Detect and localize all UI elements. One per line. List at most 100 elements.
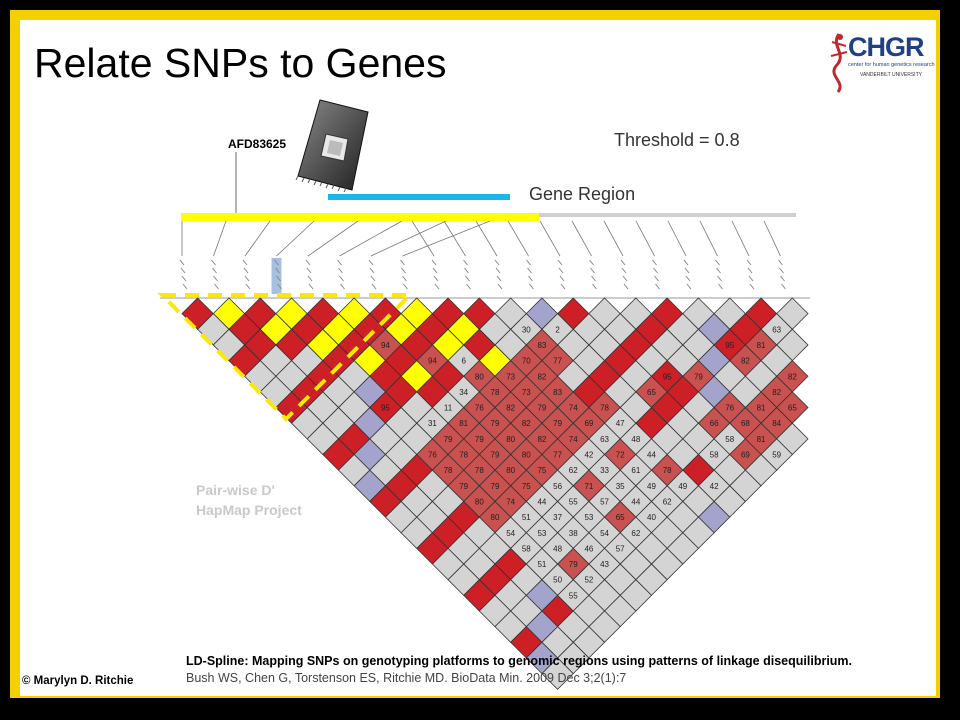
ld-value: 78 — [600, 404, 609, 413]
snp-marker-text — [276, 275, 281, 282]
ld-value: 75 — [522, 482, 531, 491]
ld-value: 78 — [459, 451, 468, 460]
ld-value: 30 — [522, 325, 531, 334]
snp-marker-text — [401, 267, 406, 274]
ld-value: 82 — [506, 404, 515, 413]
snp-marker-text — [717, 275, 722, 282]
snp-marker-text — [338, 267, 343, 274]
snp-marker-text — [306, 267, 312, 274]
ld-value: 78 — [663, 466, 672, 475]
copyright-notice: © Marylyn D. Ritchie — [22, 675, 134, 687]
ld-value: 50 — [553, 576, 562, 585]
snp-connector — [603, 220, 624, 257]
ld-value: 80 — [475, 497, 484, 506]
ld-value: 62 — [663, 497, 672, 506]
snp-marker-text — [368, 259, 374, 266]
snp-marker-text — [558, 267, 564, 274]
ld-value: 11 — [444, 404, 453, 413]
snp-marker-text — [465, 275, 470, 282]
ld-value: 83 — [537, 341, 546, 350]
snp-marker-text — [337, 259, 342, 266]
snp-marker-text — [495, 267, 501, 274]
snp-marker-text — [780, 275, 785, 282]
snp-marker-text — [748, 275, 754, 282]
snp-marker-text — [213, 275, 218, 282]
ld-value: 80 — [506, 466, 515, 475]
snp-connector — [339, 220, 403, 257]
ld-value: 35 — [616, 482, 625, 491]
ld-value: 83 — [553, 388, 562, 397]
ld-value: 40 — [647, 513, 656, 522]
ld-value: 58 — [725, 435, 734, 444]
snp-marker-text — [432, 267, 438, 274]
ld-value: 81 — [757, 404, 766, 413]
ld-value: 80 — [506, 435, 515, 444]
ld-value: 63 — [600, 435, 609, 444]
snp-marker-text — [560, 283, 566, 290]
ld-value: 65 — [647, 388, 656, 397]
pairwise-d-line1: Pair-wise D' — [196, 482, 275, 498]
snp-marker-text — [400, 259, 405, 266]
snp-connector — [443, 220, 466, 257]
snp-marker-text — [684, 267, 690, 274]
ld-value: 74 — [569, 404, 578, 413]
snp-marker-text — [718, 283, 723, 290]
ld-value: 42 — [584, 451, 593, 460]
ld-value: 95 — [725, 341, 734, 350]
ld-value: 33 — [600, 466, 609, 475]
ld-value: 81 — [757, 341, 766, 350]
snp-marker-text — [778, 259, 783, 266]
snp-marker-text — [747, 267, 753, 274]
ld-value: 94 — [428, 357, 437, 366]
snp-marker-text — [654, 275, 659, 282]
snp-marker-text — [245, 283, 251, 290]
snp-marker-text — [685, 275, 691, 282]
ld-value: 58 — [522, 544, 531, 553]
snp-marker-text — [497, 283, 503, 290]
ld-value: 57 — [600, 497, 609, 506]
snp-connector — [667, 220, 687, 257]
ld-value: 76 — [475, 404, 484, 413]
snp-marker-text — [275, 267, 280, 274]
ld-value: 79 — [475, 435, 484, 444]
snp-marker-text — [590, 267, 595, 274]
snp-marker-text — [371, 283, 377, 290]
ld-value: 74 — [569, 435, 578, 444]
ld-value: 51 — [537, 560, 546, 569]
dna-figure-icon — [830, 33, 848, 93]
ld-value: 80 — [491, 513, 500, 522]
snp-marker-text — [494, 259, 500, 266]
ld-value: 75 — [537, 466, 546, 475]
ld-value: 59 — [772, 451, 781, 460]
ld-value: 55 — [569, 591, 578, 600]
ld-value: 79 — [553, 419, 562, 428]
ld-value: 79 — [459, 482, 468, 491]
snp-marker-text — [466, 283, 471, 290]
snp-markers — [179, 258, 786, 294]
snp-connector — [307, 220, 359, 257]
snp-marker-text — [621, 267, 627, 274]
ld-cell — [541, 657, 574, 690]
ld-value: 44 — [647, 451, 656, 460]
ld-value: 57 — [616, 544, 625, 553]
snp-marker-text — [370, 275, 376, 282]
snp-connector — [763, 220, 781, 257]
snp-connector — [699, 220, 718, 257]
ld-value: 44 — [631, 497, 640, 506]
snp-marker-text — [779, 267, 784, 274]
ld-value: 84 — [772, 419, 781, 428]
ld-value: 82 — [788, 372, 797, 381]
ld-value: 82 — [537, 372, 546, 381]
snp-marker-text — [431, 259, 437, 266]
ld-value: 78 — [475, 466, 484, 475]
ld-value: 79 — [444, 435, 453, 444]
snp-connector — [411, 220, 435, 257]
snp-marker-text — [528, 275, 533, 282]
ld-value: 82 — [772, 388, 781, 397]
ld-value: 82 — [522, 419, 531, 428]
genotyped-region-bar — [181, 213, 539, 221]
ld-value: 62 — [569, 466, 578, 475]
ld-value: 49 — [678, 482, 687, 491]
ld-value: 52 — [584, 576, 593, 585]
ld-value: 51 — [522, 513, 531, 522]
